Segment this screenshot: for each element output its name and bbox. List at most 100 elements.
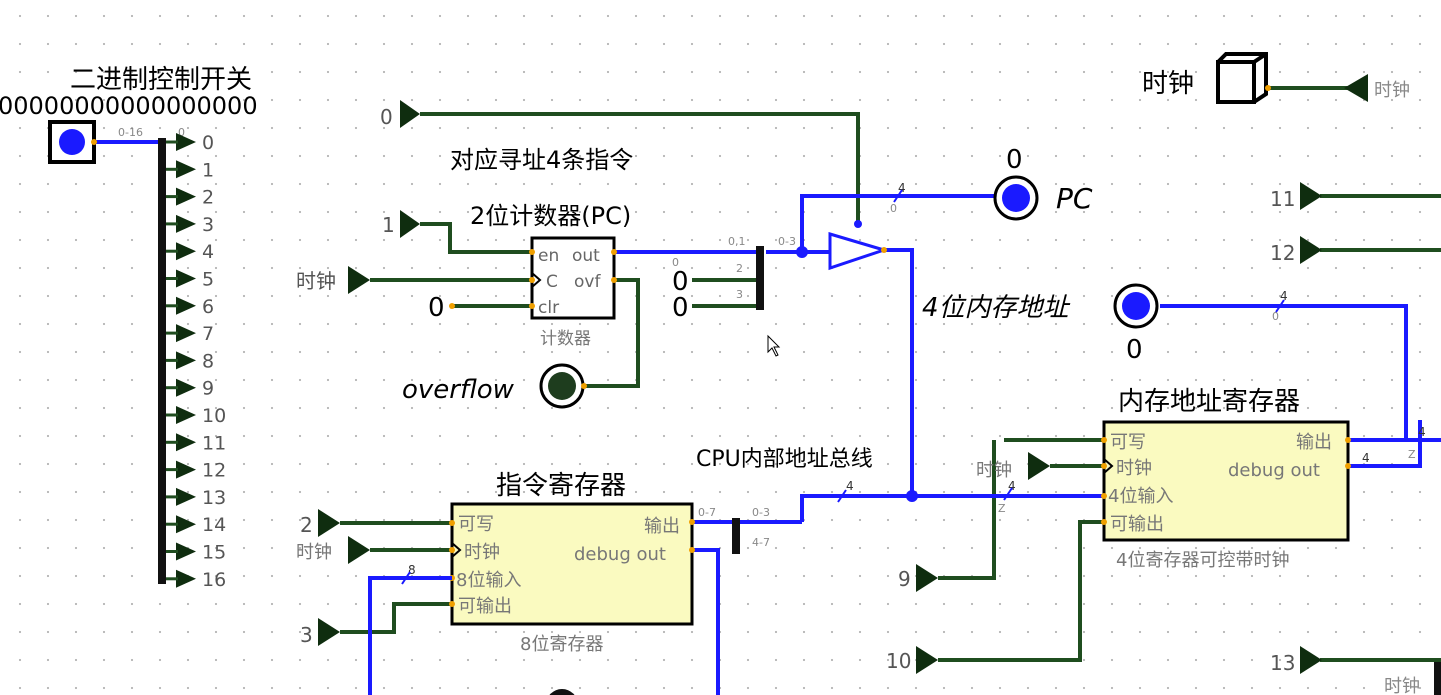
bit-label: 13 xyxy=(202,487,226,509)
input-pin-12[interactable]: 12 xyxy=(1270,236,1322,265)
svg-text:时钟: 时钟 xyxy=(1384,676,1420,695)
bit-output-pin xyxy=(176,433,196,452)
pc-splitter xyxy=(756,246,764,310)
pc-width: 4 xyxy=(898,181,906,195)
bit-splitter-bar xyxy=(158,138,166,584)
mar-in-width: 4 xyxy=(1008,479,1016,493)
single-bit-wires xyxy=(340,86,1441,662)
ir-in-width: 8 xyxy=(408,563,416,577)
wire-mar-debug xyxy=(1348,420,1422,468)
input-pin-ir-out[interactable]: 3 xyxy=(300,618,340,647)
mar-block[interactable]: 可写 时钟 4位输入 可输出 输出 debug out xyxy=(1101,420,1351,542)
wire-ir-debug xyxy=(692,548,720,695)
clock-label: 时钟 xyxy=(1142,69,1194,99)
splitter-label: 3 xyxy=(736,288,743,301)
controlled-buffer[interactable] xyxy=(828,220,889,271)
splitter-label: 0,1 xyxy=(728,235,746,248)
bit-label: 4 xyxy=(202,241,214,263)
overflow-label: overflow xyxy=(402,375,515,405)
clock-source[interactable] xyxy=(1216,52,1271,104)
bit-output-pin xyxy=(176,296,196,315)
ir-title: 指令寄存器 xyxy=(496,471,626,501)
bit-output-pin xyxy=(176,269,196,288)
bit-label: 12 xyxy=(202,460,226,482)
wire-pc xyxy=(800,194,994,252)
bit-label: 0 xyxy=(202,132,214,154)
port-dot xyxy=(91,139,97,145)
ir-split-label: 4-7 xyxy=(752,536,770,549)
ir-pin-label: 时钟 xyxy=(464,542,500,563)
mar-pin-label: 输出 xyxy=(1296,432,1332,453)
mar-z: Z xyxy=(1408,448,1416,461)
switch-split-label: 0 xyxy=(178,126,185,139)
input-pin-mar-write[interactable]: 9 xyxy=(898,564,938,592)
switch-panel-value: 00000000000000000 xyxy=(0,92,258,120)
ir-pin-label: 8位输入 xyxy=(456,570,521,591)
constant-clr: 0 xyxy=(428,293,445,323)
mar-pin-label: 可写 xyxy=(1110,432,1146,453)
counter-pin-clr: clr xyxy=(538,298,559,318)
wire-ovf xyxy=(584,278,640,388)
bit-output-pin xyxy=(176,133,196,151)
mar-pin-label: 可输出 xyxy=(1110,514,1164,535)
bit-label: 9 xyxy=(202,378,214,400)
svg-text:时钟: 时钟 xyxy=(1374,80,1410,101)
ir-block[interactable]: 可写 时钟 8位输入 可输出 输出 debug out xyxy=(449,502,695,626)
splitter-label: 2 xyxy=(736,262,743,275)
input-pin-clk[interactable]: 时钟 xyxy=(296,266,370,294)
clock-tunnel: 时钟 xyxy=(1344,74,1410,102)
pc-label: PC xyxy=(1056,182,1093,215)
bit-label: 15 xyxy=(202,542,226,564)
input-pin-11[interactable]: 11 xyxy=(1270,182,1322,211)
input-pin-mar-out[interactable]: 10 xyxy=(886,646,938,674)
ir-split-label: 0-3 xyxy=(752,506,770,519)
bottom-clock-pin[interactable]: 时钟 xyxy=(1384,662,1441,695)
wire-ir-out xyxy=(340,602,452,634)
switch-bus-label: 0-16 xyxy=(118,126,143,139)
bus-junction xyxy=(796,246,808,258)
svg-text:3: 3 xyxy=(300,623,313,647)
bit-output-pin xyxy=(176,187,196,206)
counter-pin-out: out xyxy=(572,246,600,266)
counter-heading: 2位计数器(PC) xyxy=(470,202,631,230)
bit-output-pin xyxy=(176,515,196,534)
input-pin-ir-clk[interactable]: 时钟 xyxy=(296,536,370,564)
bit-label: 10 xyxy=(202,405,226,427)
input-pin-13[interactable]: 13 xyxy=(1270,646,1322,675)
svg-text:时钟: 时钟 xyxy=(976,460,1012,481)
bit-label: 1 xyxy=(202,159,214,181)
mar-in-z: Z xyxy=(998,502,1006,515)
bit-label: 16 xyxy=(202,569,226,591)
counter-block[interactable]: en out C ovf clr xyxy=(529,236,617,320)
mar-pin-label: 4位输入 xyxy=(1108,486,1173,507)
ir-splitter xyxy=(732,518,740,554)
mem-addr-label: 4位内存地址 xyxy=(922,293,1071,323)
bit-output-pin xyxy=(176,378,196,397)
cpu-bus-heading: CPU内部地址总线 xyxy=(696,447,873,472)
pc-value: 0 xyxy=(1006,145,1023,175)
counter-pin-c: C xyxy=(546,272,558,292)
bit-output-pin xyxy=(176,542,196,561)
counter-caption: 计数器 xyxy=(540,329,591,349)
input-pin-mar-clk[interactable]: 时钟 xyxy=(976,452,1050,481)
mar-pin-label: debug out xyxy=(1228,460,1320,481)
ir-pin-label: 输出 xyxy=(644,516,680,537)
input-pin-ir-write[interactable]: 2 xyxy=(300,509,340,537)
switch-led xyxy=(59,129,85,155)
svg-text:11: 11 xyxy=(1270,187,1295,211)
bit-output-pin xyxy=(176,242,196,261)
overflow-led xyxy=(539,363,587,409)
pc-bit: 0 xyxy=(890,202,897,215)
input-pin-label: 1 xyxy=(382,213,395,237)
bit-label: 7 xyxy=(202,323,214,345)
switch-panel-title: 二进制控制开关 xyxy=(70,65,252,95)
mouse-cursor-icon xyxy=(767,334,781,357)
input-pin-en-counter[interactable]: 1 xyxy=(382,210,420,238)
bit-label: 6 xyxy=(202,296,214,318)
bit-output-pin xyxy=(176,351,196,370)
svg-text:时钟: 时钟 xyxy=(296,542,332,563)
input-pin-en-top[interactable]: 0 xyxy=(380,100,420,129)
svg-text:2: 2 xyxy=(300,513,313,537)
bit-output-pin xyxy=(176,460,196,479)
